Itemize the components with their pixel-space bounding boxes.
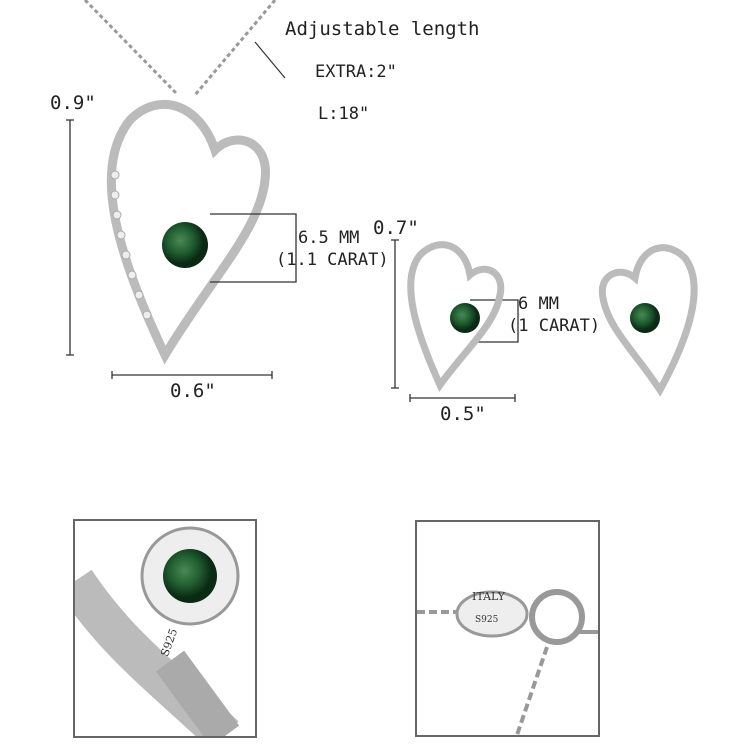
- stamp-s925-clasp: S925: [475, 615, 499, 625]
- chain: [83, 0, 277, 97]
- chain-length: L:18": [318, 104, 370, 124]
- detail-clasp: ITALY S925: [415, 520, 600, 737]
- detail-pendant-back: S925: [73, 519, 257, 738]
- dimension-lines: [66, 119, 519, 402]
- earring-width: 0.5": [440, 403, 486, 425]
- earring-right: [598, 244, 698, 397]
- necklace-stone-size: 6.5 MM: [298, 228, 360, 248]
- necklace-height: 0.9": [50, 92, 96, 114]
- chain-extra: EXTRA:2": [315, 62, 397, 82]
- earring-left: [407, 241, 505, 392]
- necklace-gem: [162, 222, 208, 268]
- leader-line: [254, 41, 286, 79]
- pave-stones: [110, 170, 152, 320]
- earring-gem-left: [450, 303, 480, 333]
- stamp-italy: ITALY: [472, 590, 505, 603]
- necklace-pendant: [106, 99, 270, 365]
- earring-stone-carat: (1 CARAT): [508, 316, 601, 336]
- necklace-stone-carat: (1.1 CARAT): [276, 250, 389, 270]
- earring-height: 0.7": [373, 217, 419, 239]
- necklace-width: 0.6": [170, 380, 216, 402]
- chain-label: Adjustable length: [285, 18, 480, 40]
- earring-gem-right: [630, 303, 660, 333]
- earring-stone-size: 6 MM: [518, 294, 559, 314]
